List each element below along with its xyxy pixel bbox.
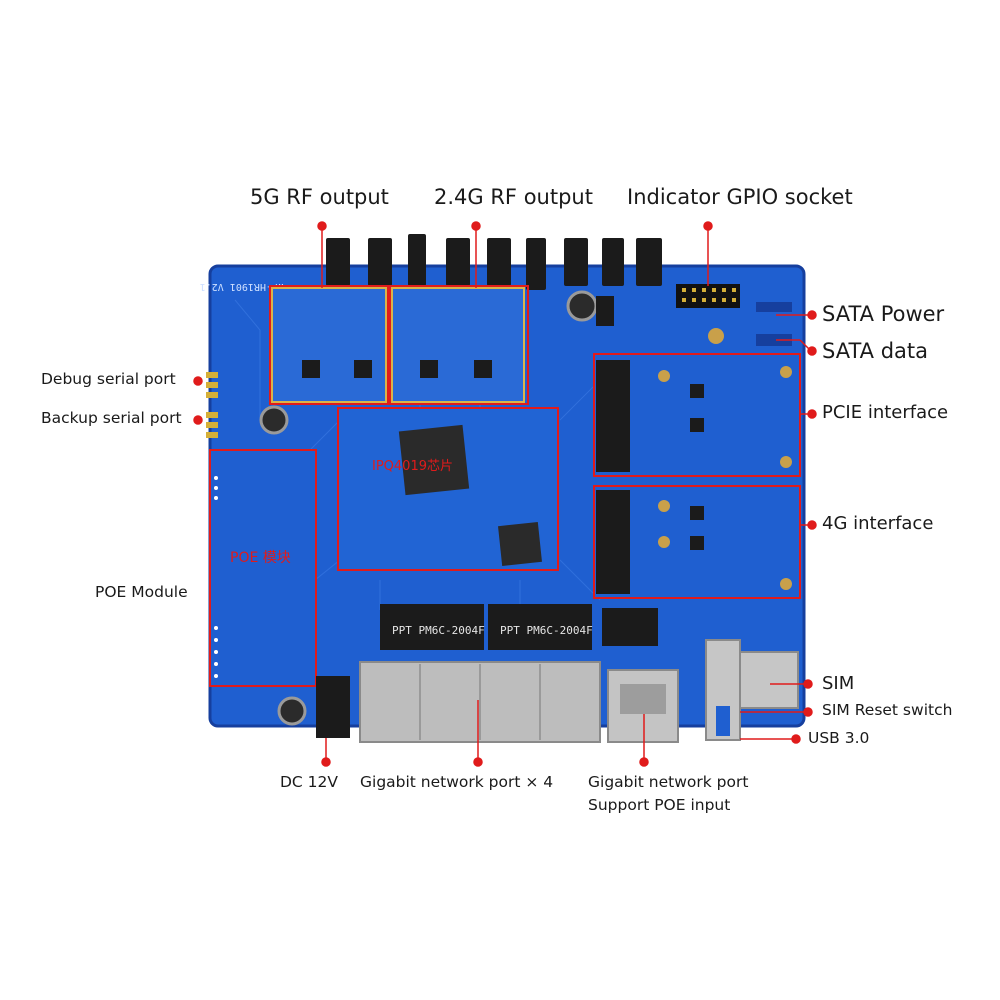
sma-connector-7 <box>564 238 588 286</box>
label-poe-module: POE Module <box>95 583 188 601</box>
inductor-1 <box>596 296 614 326</box>
label-backup-serial-port: Backup serial port <box>41 409 182 427</box>
capacitor-3 <box>277 696 307 726</box>
serial-headers <box>206 372 218 438</box>
sma-connector-5 <box>487 238 511 286</box>
board-model-silkscreen: WF-HR1901 V2.1 <box>200 281 284 292</box>
magnetics-2-label: PPT PM6C-2004F <box>500 624 593 637</box>
label-pcie-interface: PCIE interface <box>822 402 949 423</box>
sma-connector-2 <box>368 238 392 286</box>
sata-power-header <box>756 302 792 312</box>
capacitor-1 <box>566 290 598 322</box>
soc-label: IPQ4019芯片 <box>372 459 453 474</box>
rf-24g-callout-box <box>389 285 529 405</box>
poe-pins <box>214 476 218 678</box>
dc-jack <box>316 676 350 738</box>
rf-5g-callout-box <box>269 285 389 405</box>
rf-chips <box>302 360 492 378</box>
label-sata-power: SATA Power <box>822 302 945 326</box>
label-sata-data: SATA data <box>822 339 928 363</box>
usb3-tongue <box>716 706 730 736</box>
magnetics-2 <box>488 604 592 650</box>
label-gpio-socket: Indicator GPIO socket <box>627 185 853 209</box>
label-dc-12v: DC 12V <box>280 773 339 791</box>
magnetics-1-label: PPT PM6C-2004F <box>392 624 485 637</box>
lte-slot <box>596 490 630 594</box>
label-4g-interface: 4G interface <box>822 513 934 534</box>
gpio-pins <box>682 288 736 302</box>
pcie-slot <box>596 360 630 472</box>
rf-connectors <box>326 234 662 290</box>
rf-5g-shield <box>271 287 387 403</box>
rj45-dividers <box>419 664 541 740</box>
ram-chip <box>498 522 542 566</box>
label-debug-serial-port: Debug serial port <box>41 370 176 388</box>
rf-24g-shield <box>391 287 525 403</box>
mounting-hole-1 <box>708 328 724 344</box>
magnetics-3 <box>602 608 658 646</box>
capacitor-2 <box>259 405 289 435</box>
label-24g-rf-output: 2.4G RF output <box>434 185 593 209</box>
sma-connector-3 <box>408 234 426 286</box>
mounting-holes <box>658 366 792 590</box>
poe-callout-box <box>209 449 317 687</box>
ipq4019-chip <box>398 424 470 496</box>
label-sim: SIM <box>822 673 855 694</box>
label-gigabit-port-poe-line2: Support POE input <box>588 796 731 814</box>
label-gigabit-port-x4: Gigabit network port × 4 <box>360 773 554 791</box>
sma-connector-4 <box>446 238 470 286</box>
gpio-header <box>676 284 740 308</box>
label-5g-rf-output: 5G RF output <box>250 185 389 209</box>
label-gigabit-port-poe-line1: Gigabit network port <box>588 773 749 791</box>
rj45-poe-socket <box>620 684 666 714</box>
label-usb3: USB 3.0 <box>808 729 870 747</box>
sma-connector-9 <box>636 238 662 286</box>
sma-connector-8 <box>602 238 624 286</box>
sata-data-header <box>756 334 792 346</box>
sma-connector-1 <box>326 238 350 286</box>
sma-connector-6 <box>526 238 546 290</box>
poe-board-label: POE 模块 <box>230 550 291 566</box>
magnetics-1 <box>380 604 484 650</box>
slot-components <box>690 384 704 550</box>
label-sim-reset-switch: SIM Reset switch <box>822 701 953 719</box>
callout-lines <box>193 221 817 767</box>
